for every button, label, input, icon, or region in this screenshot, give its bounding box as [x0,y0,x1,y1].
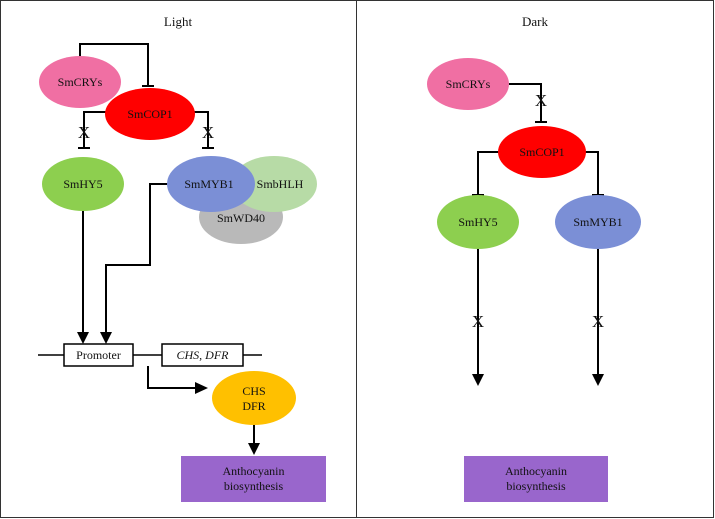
light-hy5-node [42,157,124,211]
dark-output-box [464,456,608,502]
light-enzyme-chs-label: CHS [242,384,265,398]
light-block-mark-hy5: X [78,123,90,142]
light-myb1-node [167,156,255,212]
light-output-line2: biosynthesis [224,479,284,493]
light-arrowheads [77,332,260,455]
dark-block-mark-hy5: X [472,312,484,331]
dark-hy5-label: SmHY5 [458,215,497,229]
light-bhlh-label: SmbHLH [257,177,304,191]
light-bhlh-node [231,156,317,212]
dark-arrowheads [472,374,604,386]
dark-panel-title: Dark [522,14,548,29]
dark-block-mark-myb1: X [592,312,604,331]
light-cop1-label: SmCOP1 [127,107,172,121]
enzyme-to-output-arrowhead [248,443,260,455]
genes-label: CHS, DFR [177,348,230,362]
dark-hy5-arrowhead [472,374,484,386]
light-crys-node [39,56,121,108]
promoter-box [63,343,134,367]
genes-box [161,343,244,367]
dark-crys-node [427,58,509,110]
dark-myb1-node [555,195,641,249]
light-enzyme-dfr-label: DFR [242,399,265,413]
light-output-box [181,456,326,502]
transcription-arrowhead [195,382,208,394]
dark-hy5-node [437,195,519,249]
hy5-to-promoter-arrowhead [77,332,89,344]
dark-block-mark-crys: X [535,91,547,110]
light-cop1-node [105,88,195,140]
dark-crys-label: SmCRYs [446,77,491,91]
dark-output-line2: biosynthesis [506,479,566,493]
myb1-to-promoter-arrowhead [100,332,112,344]
light-panel-title: Light [164,14,193,29]
dark-output-line1: Anthocyanin [505,464,567,478]
dark-myb1-label: SmMYB1 [573,215,622,229]
dark-myb1-arrowhead [592,374,604,386]
dark-cop1-label: SmCOP1 [519,145,564,159]
dark-cop1-node [498,126,586,178]
light-myb1-label: SmMYB1 [184,177,233,191]
light-hy5-label: SmHY5 [63,177,102,191]
dark-panel-frame [356,0,714,518]
promoter-label: Promoter [76,348,121,362]
light-wd40-label: SmWD40 [217,211,265,225]
light-output-line1: Anthocyanin [223,464,285,478]
light-block-mark-myb1: X [202,123,214,142]
light-crys-label: SmCRYs [58,75,103,89]
light-enzymes-node [212,371,296,425]
